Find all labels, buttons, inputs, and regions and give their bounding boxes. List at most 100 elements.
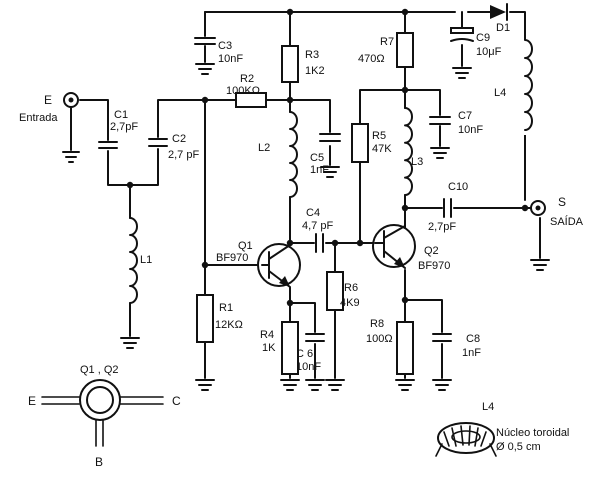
c9-value: 10μF [476, 46, 502, 58]
capacitor-c9: C9 10μF [450, 27, 502, 58]
capacitor-c2: C2 2,7 pF [148, 133, 199, 161]
c7-ref: C7 [458, 110, 472, 122]
input-label: Entrada [19, 112, 58, 124]
l1-ref: L1 [140, 254, 152, 266]
inductor-l3: L3 [404, 107, 423, 196]
c7-value: 10nF [458, 124, 483, 136]
q1-part: BF970 [216, 252, 248, 264]
pinout-emitter: E [28, 394, 36, 408]
ground-icon [195, 63, 215, 75]
resistor-r7: R7 470Ω [358, 32, 414, 68]
c10-ref: C10 [448, 181, 468, 193]
toroid-caption-1: Núcleo toroidal [496, 427, 569, 439]
inductor-l4: L4 [494, 39, 534, 135]
resistor-r1: R1 12KΩ [196, 294, 243, 343]
emitter-lead [41, 396, 80, 405]
resistor-r5: R5 47K [351, 123, 392, 163]
r1-value: 12KΩ [215, 319, 243, 331]
c2-ref: C2 [172, 133, 186, 145]
capacitor-c3: C3 10nF [194, 37, 243, 65]
q1-ref: Q1 [238, 240, 253, 252]
ground-icon [325, 379, 345, 391]
resistor-r2: R2 100KΩ [226, 73, 267, 108]
r2-value: 100KΩ [226, 85, 260, 97]
r8-value: 100Ω [366, 333, 393, 345]
transistor-q2: Q2 BF970 [372, 224, 450, 272]
c4-value: 4,7 pF [302, 220, 333, 232]
resistor-r8: R8 100Ω [366, 318, 414, 375]
junctions [126, 8, 529, 307]
r6-ref: R6 [344, 282, 358, 294]
ground-icon [305, 379, 325, 391]
r4-ref: R4 [260, 329, 274, 341]
r6-value: 4K9 [340, 297, 360, 309]
toroid-winding [443, 425, 487, 447]
inductor-l1: L1 [129, 217, 152, 304]
ground-icon [430, 147, 450, 159]
output-connector: S SAÍDA [530, 195, 584, 228]
r3-value: 1K2 [305, 65, 325, 77]
r7-value: 470Ω [358, 53, 385, 65]
r4-value: 1K [262, 342, 276, 354]
output-letter: S [558, 195, 566, 209]
d1-ref: D1 [496, 22, 510, 34]
pinout-collector: C [172, 394, 181, 408]
r5-value: 47K [372, 143, 392, 155]
ground-icon [62, 151, 80, 163]
c1-value: 2,7pF [110, 121, 138, 133]
c4-ref: C4 [306, 207, 320, 219]
capacitor-c6: C 6 10nF [296, 333, 325, 373]
c10-value: 2,7pF [428, 221, 456, 233]
toroid-caption-2: Ø 0,5 cm [496, 441, 541, 453]
input-letter: E [44, 93, 52, 107]
r2-ref: R2 [240, 73, 254, 85]
c6-value: 10nF [296, 361, 321, 373]
ground-icon [195, 379, 215, 391]
c2-value: 2,7 pF [168, 149, 199, 161]
base-lead [95, 416, 104, 447]
inductor-l2: L2 [258, 111, 298, 198]
c8-ref: C8 [466, 333, 480, 345]
c1-ref: C1 [114, 109, 128, 121]
resistor-r4: R4 1K [260, 321, 299, 375]
ground-icon [120, 337, 140, 349]
c5-value: 1nF [310, 164, 329, 176]
capacitor-c5: C5 1nF [310, 133, 341, 176]
c3-ref: C3 [218, 40, 232, 52]
resistor-r3: R3 1K2 [281, 45, 325, 83]
toroid-ref: L4 [482, 401, 494, 413]
r1-ref: R1 [219, 302, 233, 314]
capacitor-c1: C1 2,7pF [98, 109, 138, 149]
c6-ref: C 6 [296, 348, 313, 360]
output-label: SAÍDA [550, 215, 584, 228]
q2-ref: Q2 [424, 245, 439, 257]
pinout-base: B [95, 455, 103, 469]
l2-ref: L2 [258, 142, 270, 154]
capacitor-c7: C7 10nF [429, 110, 483, 136]
r3-ref: R3 [305, 49, 319, 61]
collector-lead [119, 396, 164, 405]
ground-icon [432, 379, 452, 391]
ground-icon [452, 67, 472, 79]
capacitor-c10: C10 2,7pF [428, 181, 468, 233]
diode-d1: D1 [490, 3, 510, 34]
ground-icon [395, 379, 415, 391]
l4-ref: L4 [494, 87, 506, 99]
transistor-pinout: Q1 , Q2 E C B [28, 364, 181, 469]
r7-ref: R7 [380, 36, 394, 48]
capacitor-c4: C4 4,7 pF [302, 207, 333, 253]
ground-symbols [62, 63, 550, 391]
toroid-detail: L4 Núcleo toroidal Ø 0,5 cm [435, 401, 569, 457]
r5-ref: R5 [372, 130, 386, 142]
c9-ref: C9 [476, 32, 490, 44]
capacitor-c8: C8 1nF [432, 333, 481, 359]
q2-part: BF970 [418, 260, 450, 272]
l3-ref: L3 [411, 156, 423, 168]
ground-icon [320, 166, 340, 178]
c3-value: 10nF [218, 53, 243, 65]
c8-value: 1nF [462, 347, 481, 359]
transistor-q1: Q1 BF970 [216, 240, 301, 288]
resistor-r6: R6 4K9 [326, 271, 360, 311]
pinout-title: Q1 , Q2 [80, 364, 119, 376]
